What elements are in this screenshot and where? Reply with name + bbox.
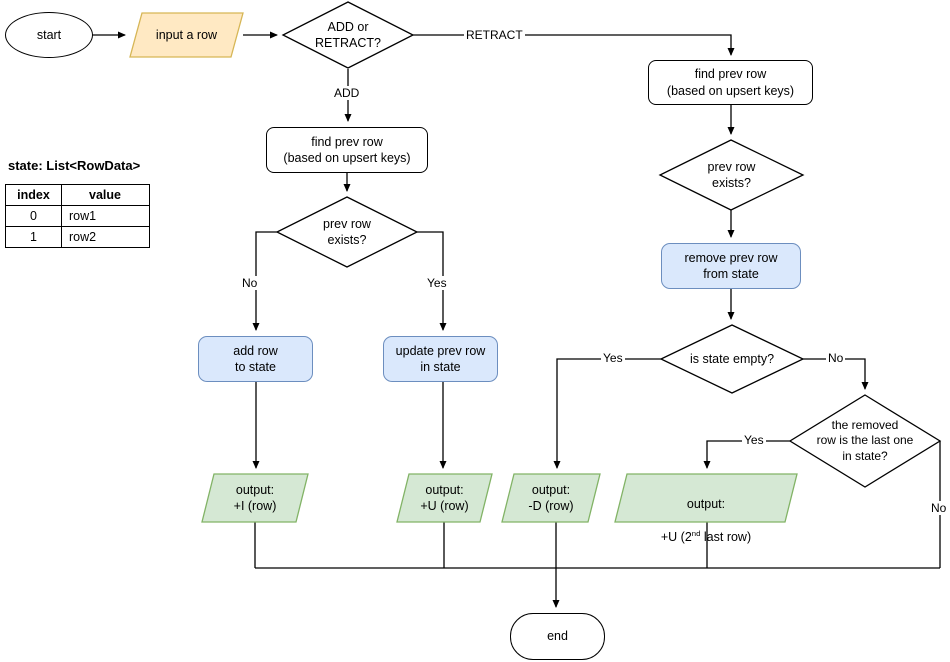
output-update-2nd-parallelogram-shape	[614, 473, 798, 523]
is-state-empty-decision[interactable]: is state empty?	[661, 325, 803, 393]
output-update-node[interactable]: output: +U (row)	[397, 474, 492, 522]
yes-empty-edge-label: Yes	[601, 351, 625, 365]
retract-edge-label: RETRACT	[464, 28, 525, 42]
ordinal-superscript: nd	[691, 528, 701, 538]
prev-row-exists-left-decision[interactable]: prev row exists?	[277, 197, 417, 267]
add-or-retract-decision[interactable]: ADD or RETRACT?	[283, 2, 413, 68]
state-table-header-value: value	[61, 184, 150, 206]
add-row-to-state-label: add row to state	[233, 343, 278, 374]
removed-last-label: the removed row is the last one in state…	[816, 417, 914, 463]
prev-exists-left-diamond-shape	[275, 196, 419, 268]
find-prev-row-right-node[interactable]: find prev row (based on upsert keys)	[648, 60, 813, 105]
state-panel: state: List<RowData> index value 0 row1 …	[5, 158, 150, 248]
add-row-to-state-node[interactable]: add row to state	[198, 336, 313, 382]
edge-exists-no	[252, 231, 277, 331]
end-node[interactable]: end	[510, 613, 605, 660]
find-prev-row-left-node[interactable]: find prev row (based on upsert keys)	[266, 127, 428, 173]
state-table-cell-value: row1	[61, 205, 150, 227]
no-left-edge-label: No	[240, 276, 260, 290]
input-parallelogram-shape	[129, 12, 244, 58]
removed-last-decision[interactable]: the removed row is the last one in state…	[790, 395, 940, 487]
state-table-cell-value: row2	[61, 226, 150, 248]
update-prev-row-label: update prev row in state	[395, 343, 486, 374]
output-delete-label: output: -D (row)	[528, 482, 574, 513]
state-table: index value 0 row1 1 row2	[5, 184, 150, 248]
output-update-label: output: +U (row)	[420, 482, 469, 513]
output-insert-label: output: +I (row)	[233, 482, 277, 513]
state-table-row: 0 row1	[5, 205, 150, 227]
output-delete-node[interactable]: output: -D (row)	[502, 474, 600, 522]
is-state-empty-diamond-shape	[659, 324, 805, 394]
yes-left-edge-label: Yes	[425, 276, 449, 290]
no-last-edge-label: No	[929, 501, 949, 515]
edge-isempty-yes	[553, 358, 661, 469]
is-state-empty-label: is state empty?	[689, 351, 775, 366]
input-row-label: input a row	[155, 27, 218, 42]
edge-isempty-no	[803, 358, 869, 390]
prev-row-exists-left-label: prev row exists?	[323, 216, 371, 247]
end-label: end	[547, 629, 568, 644]
start-label: start	[36, 27, 62, 42]
add-or-retract-diamond-shape	[281, 1, 415, 69]
state-table-cell-index: 1	[5, 226, 62, 248]
add-edge-label: ADD	[332, 86, 362, 100]
prev-row-exists-right-decision[interactable]: prev row exists?	[660, 140, 803, 210]
output-update-2nd-node[interactable]: output: +U (2nd last row)	[615, 474, 797, 544]
edge-retract-branch	[413, 34, 735, 56]
output-insert-node[interactable]: output: +I (row)	[202, 474, 308, 522]
output-update-2nd-line2: +U (2nd last row)	[660, 528, 752, 544]
prev-row-exists-right-label: prev row exists?	[707, 159, 756, 190]
state-table-header-row: index value	[5, 184, 150, 206]
removed-last-diamond-shape	[788, 394, 942, 488]
state-table-row: 1 row2	[5, 226, 150, 248]
input-row-node[interactable]: input a row	[130, 13, 243, 57]
update-prev-row-node[interactable]: update prev row in state	[383, 336, 498, 382]
output-update-parallelogram-shape	[396, 473, 493, 523]
state-panel-title: state: List<RowData>	[8, 158, 141, 173]
remove-prev-row-label: remove prev row from state	[684, 250, 778, 281]
edge-exists-yes	[417, 231, 447, 331]
state-table-header-index: index	[5, 184, 62, 206]
state-table-cell-index: 0	[5, 205, 62, 227]
find-prev-row-right-label: find prev row (based on upsert keys)	[666, 67, 795, 98]
output-delete-parallelogram-shape	[501, 473, 601, 523]
no-empty-edge-label: No	[826, 351, 846, 365]
prev-exists-right-diamond-shape	[658, 139, 805, 211]
yes-last-edge-label: Yes	[742, 433, 766, 447]
find-prev-row-left-label: find prev row (based on upsert keys)	[283, 134, 411, 165]
start-node[interactable]: start	[5, 12, 93, 58]
remove-prev-row-node[interactable]: remove prev row from state	[661, 243, 801, 289]
add-or-retract-label: ADD or RETRACT?	[315, 19, 381, 50]
output-insert-parallelogram-shape	[201, 473, 309, 523]
output-update-2nd-line1: output:	[686, 497, 726, 512]
